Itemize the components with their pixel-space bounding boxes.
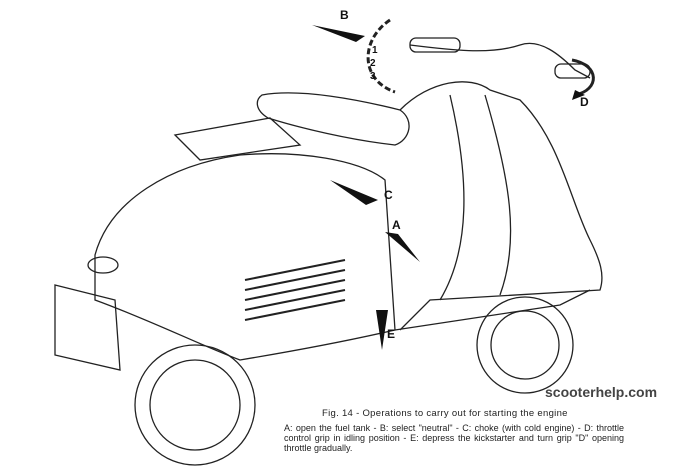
seat bbox=[256, 92, 410, 146]
arrow-a-icon bbox=[385, 232, 420, 262]
front-wheel bbox=[476, 296, 574, 394]
label-c: C bbox=[384, 188, 393, 202]
rear-body bbox=[94, 153, 396, 361]
license-plate bbox=[54, 284, 121, 371]
arrow-d-icon bbox=[572, 90, 585, 100]
arrow-c-icon bbox=[330, 180, 378, 205]
figure-caption-title: Fig. 14 - Operations to carry out for st… bbox=[322, 408, 568, 419]
gear-3: 3 bbox=[370, 71, 376, 82]
gear-selector-arc bbox=[366, 18, 396, 94]
rear-wheel bbox=[134, 344, 256, 466]
gear-2: 2 bbox=[370, 58, 376, 69]
label-d: D bbox=[580, 95, 589, 109]
handlebar bbox=[409, 42, 591, 79]
throttle-arc bbox=[571, 58, 595, 97]
left-grip bbox=[409, 37, 461, 53]
arrow-e-icon bbox=[376, 310, 388, 350]
label-b: B bbox=[340, 8, 349, 22]
leg-shield bbox=[399, 81, 603, 331]
watermark: scooterhelp.com bbox=[545, 384, 658, 400]
rear-rack bbox=[173, 117, 302, 161]
label-a: A bbox=[392, 218, 401, 232]
arrow-b-icon bbox=[312, 25, 365, 42]
label-e: E bbox=[387, 327, 396, 341]
tail-light bbox=[87, 256, 119, 274]
figure-caption-body: A: open the fuel tank - B: select "neutr… bbox=[284, 423, 624, 453]
gear-1: 1 bbox=[372, 45, 378, 56]
